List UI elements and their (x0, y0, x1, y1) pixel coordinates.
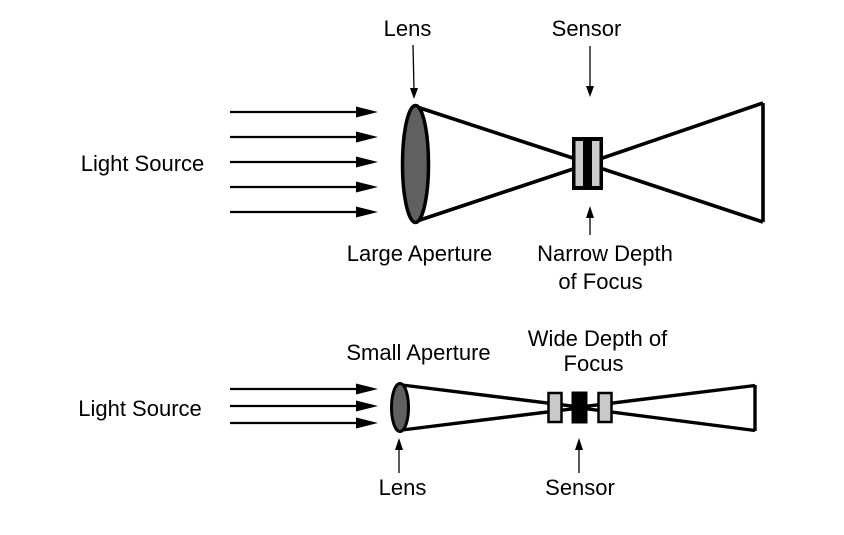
light-ray-arrow (230, 156, 378, 168)
small-aperture-diagram: Light Source Small Apertu (78, 326, 757, 500)
light-ray-arrow (230, 400, 378, 412)
sensor-strip-left (575, 141, 583, 186)
sensor-label-top: Sensor (552, 16, 622, 41)
sensor-rect (571, 391, 588, 424)
focus-marker-left (547, 391, 563, 424)
depth-label-bottom-line1: Wide Depth of (528, 326, 668, 351)
light-ray-arrow (230, 417, 378, 429)
light-rays-top (230, 106, 378, 218)
sensor-block-top (572, 137, 603, 190)
lens-pointer-arrow-top (410, 44, 418, 99)
sensor-block-bottom (547, 391, 613, 424)
lens-label-top: Lens (384, 16, 432, 41)
sensor-label-bottom: Sensor (545, 475, 615, 500)
light-ray-arrow (230, 383, 378, 395)
depth-pointer-arrow-top (586, 206, 594, 235)
lens-label-bottom: Lens (379, 475, 427, 500)
sensor-strip-right (592, 141, 600, 186)
light-rays-bottom (230, 383, 378, 429)
depth-label-top-line2: of Focus (558, 269, 642, 294)
focus-marker-right (597, 391, 613, 424)
light-ray-arrow (230, 206, 378, 218)
light-source-label-top: Light Source (81, 151, 205, 176)
large-aperture-diagram: Light Source (81, 16, 765, 294)
sensor-pointer-arrow-bottom (575, 438, 583, 473)
sensor-pointer-arrow-top (586, 46, 594, 97)
aperture-label-top: Large Aperture (347, 241, 493, 266)
lens-pointer-arrow-bottom (395, 438, 403, 473)
aperture-label-bottom: Small Aperture (346, 340, 490, 365)
light-source-label-bottom: Light Source (78, 396, 202, 421)
lens-ellipse-small (390, 382, 410, 433)
lens-ellipse-large (400, 103, 431, 225)
light-ray-arrow (230, 181, 378, 193)
light-ray-arrow (230, 131, 378, 143)
depth-label-top-line1: Narrow Depth (537, 241, 673, 266)
light-ray-arrow (230, 106, 378, 118)
depth-label-bottom-line2: Focus (564, 351, 624, 376)
